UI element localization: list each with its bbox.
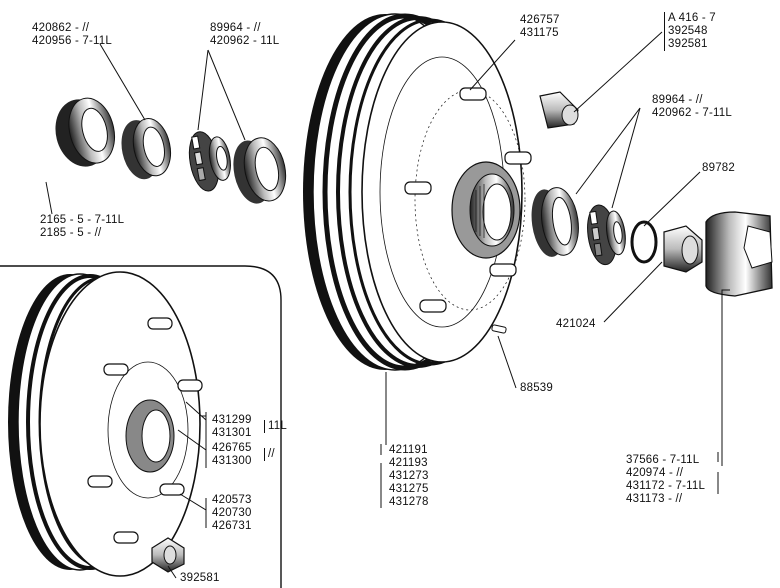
callout-bearing-outer: 89964 - // 420962 - 7-11L <box>652 94 732 120</box>
part-number: 420962 - 7-11L <box>652 107 732 119</box>
part-number: 431299 <box>212 414 252 426</box>
bearing-cup-part <box>233 137 287 204</box>
part-number: 89964 - // <box>652 94 703 106</box>
part-number: 420956 - 7-11L <box>32 35 112 47</box>
part-number: 431175 <box>520 27 559 39</box>
callout-bearing-inner: 89964 - // 420962 - 11L <box>210 22 279 48</box>
callout-inset-studs: 420573 420730 426731 <box>212 494 252 533</box>
part-number: 420862 - // <box>32 22 90 34</box>
part-number: 392581 <box>180 572 220 584</box>
hub-cap-part <box>705 211 773 297</box>
callout-inset-hub-b-suffix: // <box>264 448 275 461</box>
part-number: 420974 - // <box>626 467 684 479</box>
part-number: 88539 <box>520 382 553 394</box>
part-number: 431278 <box>389 496 429 508</box>
part-number: 426765 <box>212 442 252 454</box>
callout-inset-nut: 392581 <box>180 572 220 585</box>
stud-bolt-part <box>539 91 579 129</box>
part-number: 426757 <box>520 14 560 26</box>
part-number: 392548 <box>668 25 708 37</box>
washer-part <box>630 220 658 264</box>
inset-wheel-nut-part <box>151 537 185 573</box>
part-number: 89782 <box>702 162 735 174</box>
callout-pin: 88539 <box>520 382 553 395</box>
callout-washer: 89782 <box>702 162 735 175</box>
part-number: 421191 <box>389 444 428 456</box>
part-number: 421193 <box>389 457 428 469</box>
callout-drum: 421191 421193 431273 431275 431278 <box>389 444 429 509</box>
callout-seal-lower: 2165 - 5 - 7-11L 2185 - 5 - // <box>40 214 124 240</box>
part-number: 420962 - 11L <box>210 35 280 47</box>
part-number: 392581 <box>668 38 708 50</box>
castle-nut-part <box>663 225 703 273</box>
part-number: 420573 <box>212 494 252 506</box>
part-number: 89964 - // <box>210 22 261 34</box>
part-number: 2165 - 5 - 7-11L <box>40 214 125 226</box>
part-number: 431172 - 7-11L <box>626 480 706 492</box>
brake-drum-part <box>303 13 532 371</box>
part-number: 37566 - 7-11L <box>626 454 700 466</box>
part-number: 426731 <box>212 520 252 532</box>
callout-seal-outer: 420862 - // 420956 - 7-11L <box>32 22 112 48</box>
outer-roller-bearing-part <box>587 204 626 266</box>
outer-bearing-cup-part <box>531 187 579 257</box>
part-number: A 416 - 7 <box>668 12 716 24</box>
grease-seal-part <box>55 97 115 167</box>
callout-inset-hub-b: 426765 431300 <box>212 442 252 468</box>
callout-nut: 421024 <box>556 318 596 331</box>
part-number: 431301 <box>212 427 252 439</box>
part-number: 431273 <box>389 470 429 482</box>
callout-grease-cap: A 416 - 7 392548 392581 <box>664 12 716 51</box>
inset-brake-drum-part <box>8 271 203 577</box>
callout-inset-hub-a-suffix: 11L <box>264 420 287 433</box>
roller-bearing-part <box>188 131 231 192</box>
callout-hub-cap: 37566 - 7-11L 420974 - // 431172 - 7-11L… <box>626 454 705 506</box>
part-number: 431173 - // <box>626 493 683 505</box>
part-number: 431300 <box>212 455 252 467</box>
part-number: 2185 - 5 - // <box>40 227 102 239</box>
callout-inset-hub-a: 431299 431301 <box>212 414 252 440</box>
callout-hub-stud: 426757 431175 <box>520 14 560 40</box>
part-number: 420730 <box>212 507 252 519</box>
leader-lines <box>45 31 730 579</box>
part-number: 421024 <box>556 318 596 330</box>
inset-frame <box>0 265 282 588</box>
bearing-cup-part <box>121 118 172 180</box>
part-number: 431275 <box>389 483 429 495</box>
